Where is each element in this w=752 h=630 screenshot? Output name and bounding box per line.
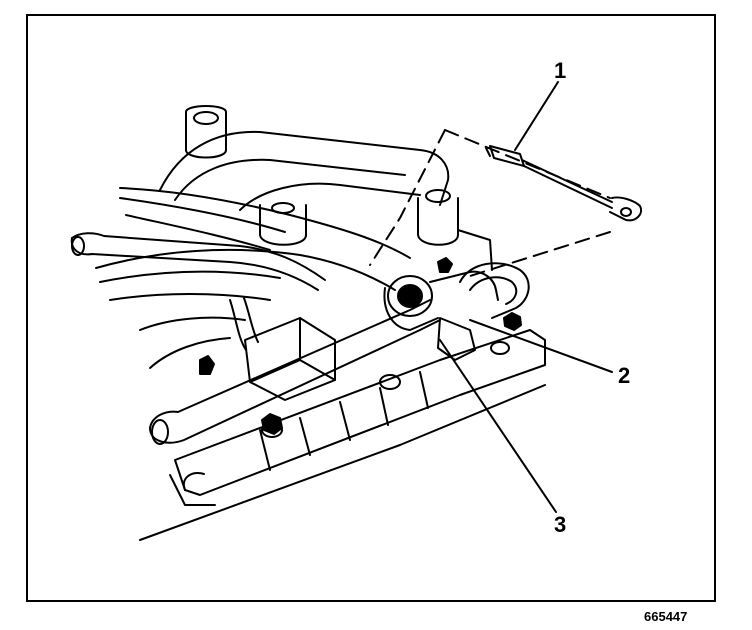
callout-label-2: 2	[618, 363, 631, 388]
bracket-block	[199, 297, 336, 401]
fuel-rail	[139, 299, 546, 541]
callout-label-3: 3	[554, 512, 567, 537]
manifold-runners	[95, 105, 493, 369]
callout-label-1: 1	[554, 58, 567, 83]
pressure-regulator	[383, 257, 530, 361]
vacuum-hose	[70, 232, 326, 291]
diagram-frame	[26, 14, 716, 602]
figure-number: 665447	[644, 609, 688, 624]
sensor-wire	[485, 145, 642, 222]
assembly-dashed-lines	[369, 129, 611, 277]
leader-lines	[439, 81, 613, 513]
